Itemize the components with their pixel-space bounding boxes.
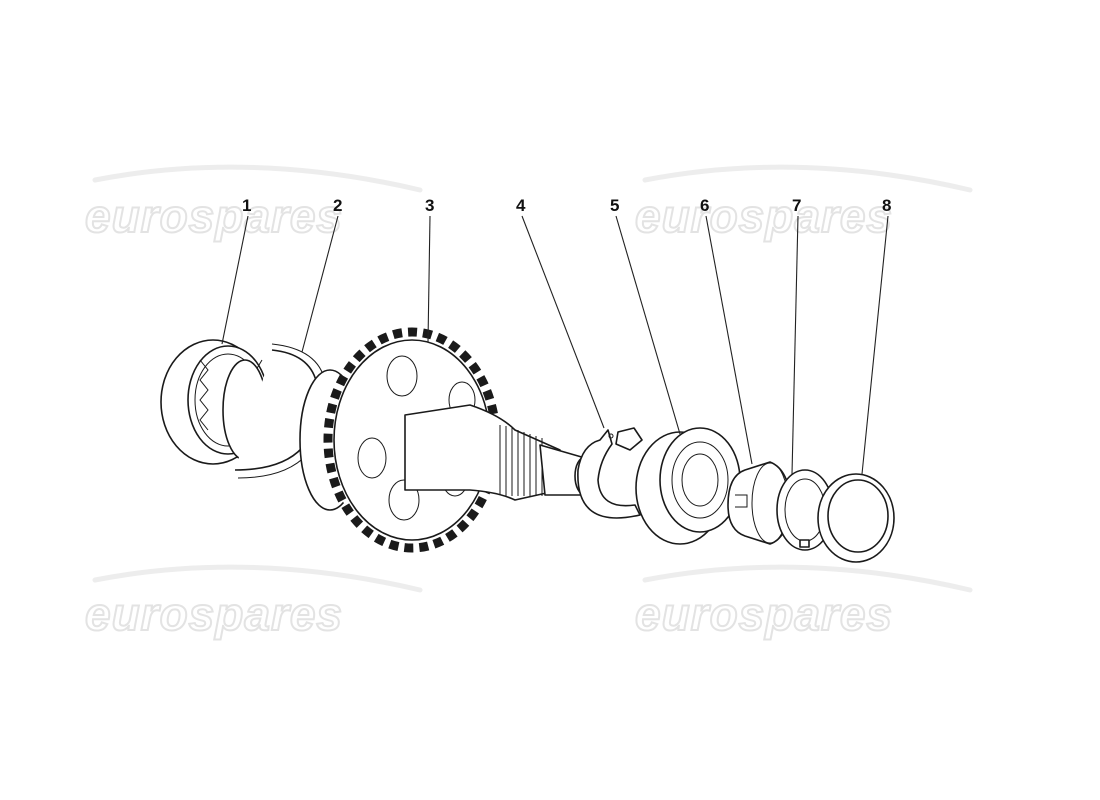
callout-7: 7 <box>792 196 801 215</box>
watermark-top-right: eurospares <box>635 190 893 242</box>
leader-5 <box>615 215 681 435</box>
leader-8 <box>861 215 889 475</box>
callout-2: 2 <box>333 196 342 215</box>
leader-6 <box>705 215 753 465</box>
watermark-bottom-right: eurospares <box>635 588 893 640</box>
leader-3 <box>427 215 431 343</box>
leader-2 <box>301 215 339 353</box>
callout-1: 1 <box>242 196 251 215</box>
part-5-bearing <box>635 427 741 545</box>
watermark-bottom-left: eurospares <box>85 588 343 640</box>
callout-labels: 1 2 3 4 5 6 7 8 <box>242 196 891 215</box>
part-4-lock-washer <box>577 427 643 519</box>
leader-lines <box>221 215 889 475</box>
callout-6: 6 <box>700 196 709 215</box>
callout-5: 5 <box>610 196 619 215</box>
leader-4 <box>521 215 605 429</box>
callout-4: 4 <box>516 196 526 215</box>
watermark-top-left: eurospares <box>85 190 343 242</box>
callout-3: 3 <box>425 196 434 215</box>
leader-1 <box>221 215 249 345</box>
part-8-seal-ring <box>817 473 895 563</box>
part-3-gear-shaft <box>299 327 596 553</box>
callout-8: 8 <box>882 196 891 215</box>
watermark-group: eurospares eurospares eurospares eurospa… <box>84 164 973 641</box>
leader-7 <box>791 215 799 475</box>
